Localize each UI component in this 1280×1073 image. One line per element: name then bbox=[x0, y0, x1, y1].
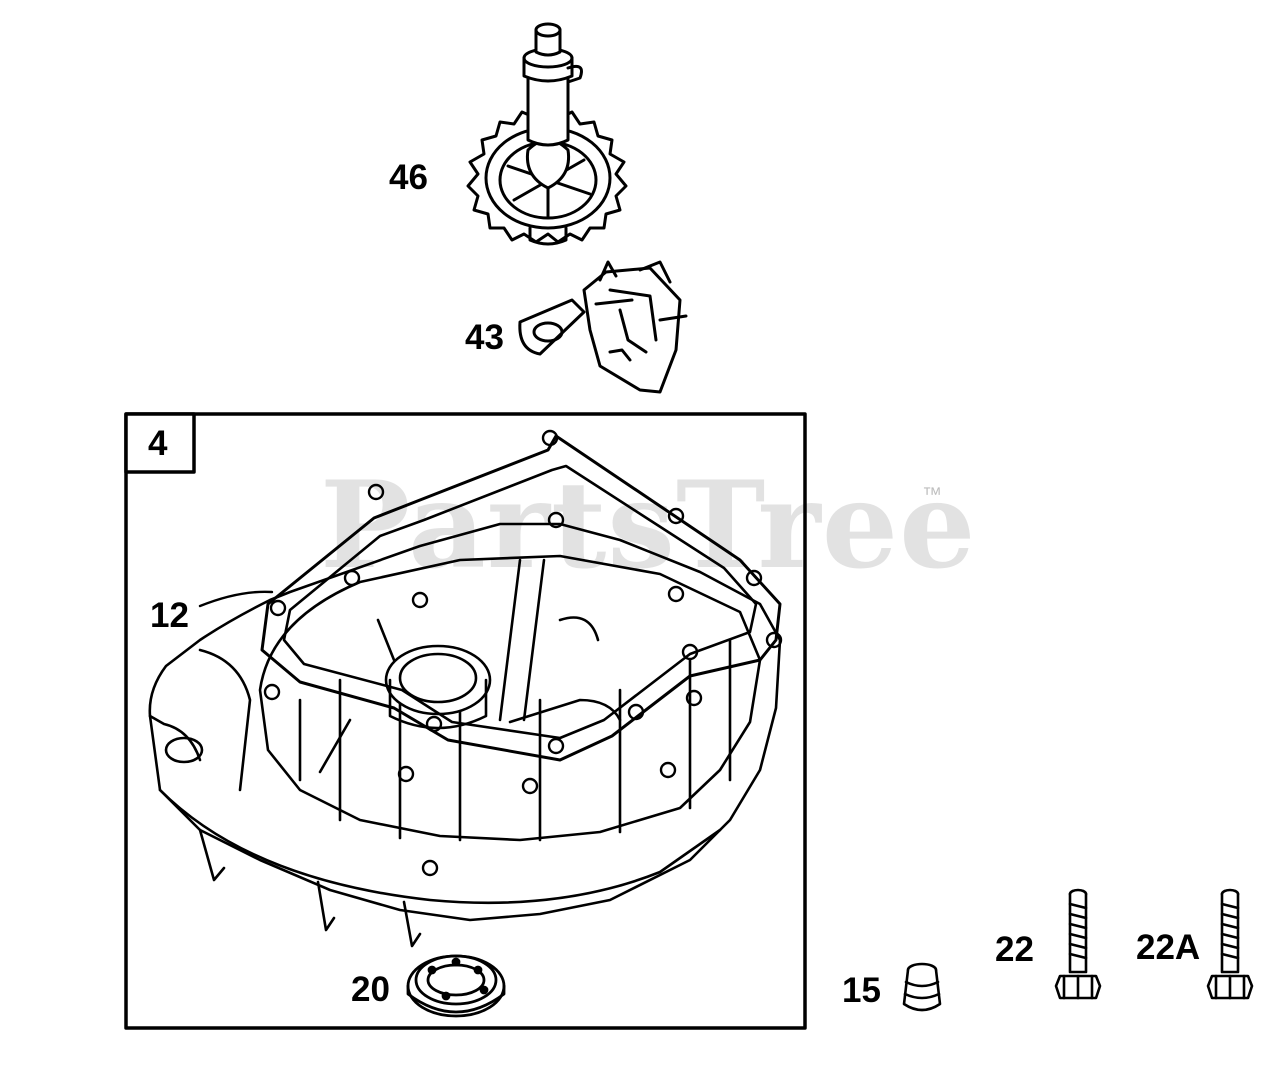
governor-assembly-part bbox=[518, 260, 688, 394]
watermark-text: PartsTree bbox=[320, 455, 977, 596]
callout-22: 22 bbox=[995, 930, 1034, 969]
callout-20: 20 bbox=[351, 970, 390, 1009]
cam-gear-part bbox=[466, 22, 628, 246]
callout-46: 46 bbox=[389, 158, 428, 197]
callout-15: 15 bbox=[842, 971, 881, 1010]
oil-seal-part bbox=[406, 954, 506, 1018]
plug-part bbox=[902, 962, 942, 1012]
long-bolt-part bbox=[1206, 888, 1254, 1000]
group-box-4 bbox=[124, 412, 807, 1030]
crankcase-cover-part bbox=[148, 429, 783, 948]
callout-22A: 22A bbox=[1136, 928, 1201, 967]
callout-12: 12 bbox=[150, 596, 189, 635]
callout-43: 43 bbox=[465, 318, 504, 357]
gasket-leader-line bbox=[198, 590, 274, 608]
watermark-trademark: ™ bbox=[922, 484, 942, 506]
short-bolt-part bbox=[1054, 888, 1102, 1000]
callout-4: 4 bbox=[148, 424, 168, 463]
